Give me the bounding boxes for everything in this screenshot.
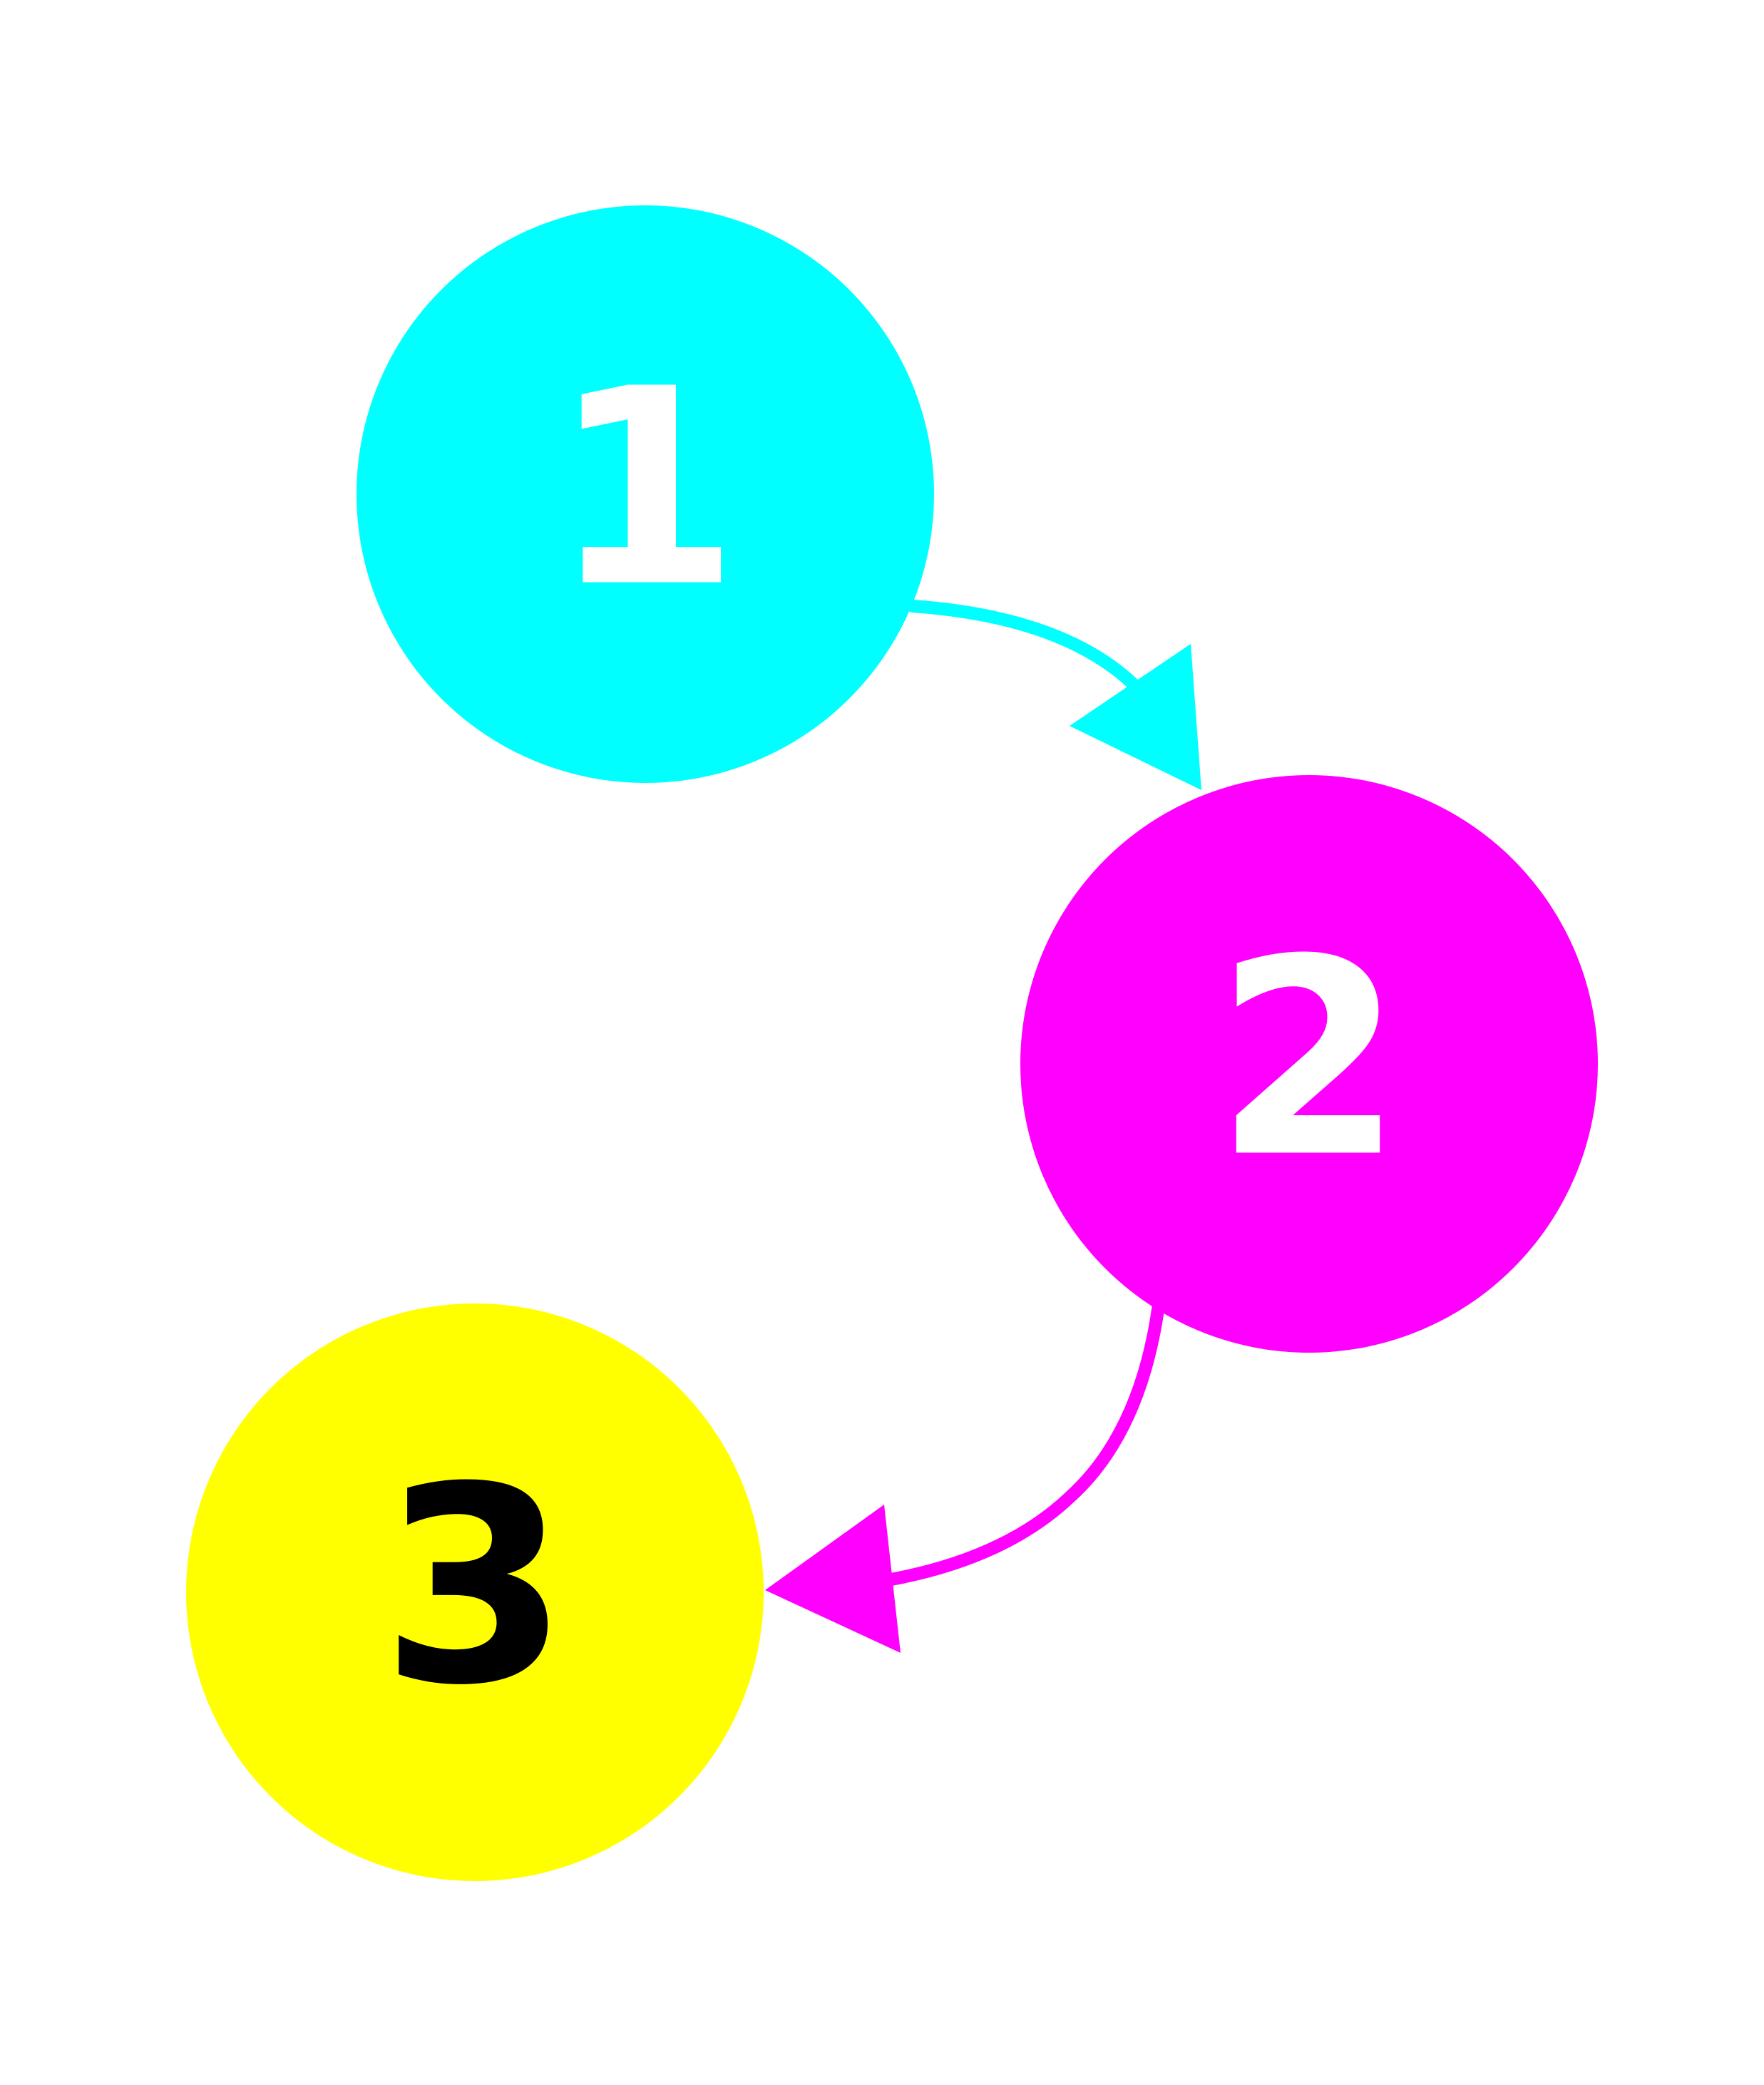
node-1: 1 xyxy=(357,205,934,783)
node-2: 2 xyxy=(1020,775,1598,1353)
arrow-1-to-2-head xyxy=(1070,644,1201,790)
arrow-1-to-2-line xyxy=(906,600,1140,691)
node-2-circle xyxy=(1020,775,1598,1353)
node-1-circle xyxy=(357,205,934,783)
arrow-2-to-3-head xyxy=(765,1505,901,1653)
node-3-label: 3 xyxy=(381,1429,569,1745)
arrow-1-to-2 xyxy=(906,600,1201,790)
node-2-label: 2 xyxy=(1215,901,1403,1217)
arrow-2-to-3 xyxy=(765,1298,1165,1653)
node-3-circle xyxy=(186,1303,764,1881)
arrow-2-to-3-line xyxy=(885,1298,1165,1586)
node-3: 3 xyxy=(186,1303,764,1881)
node-1-label: 1 xyxy=(551,331,739,647)
